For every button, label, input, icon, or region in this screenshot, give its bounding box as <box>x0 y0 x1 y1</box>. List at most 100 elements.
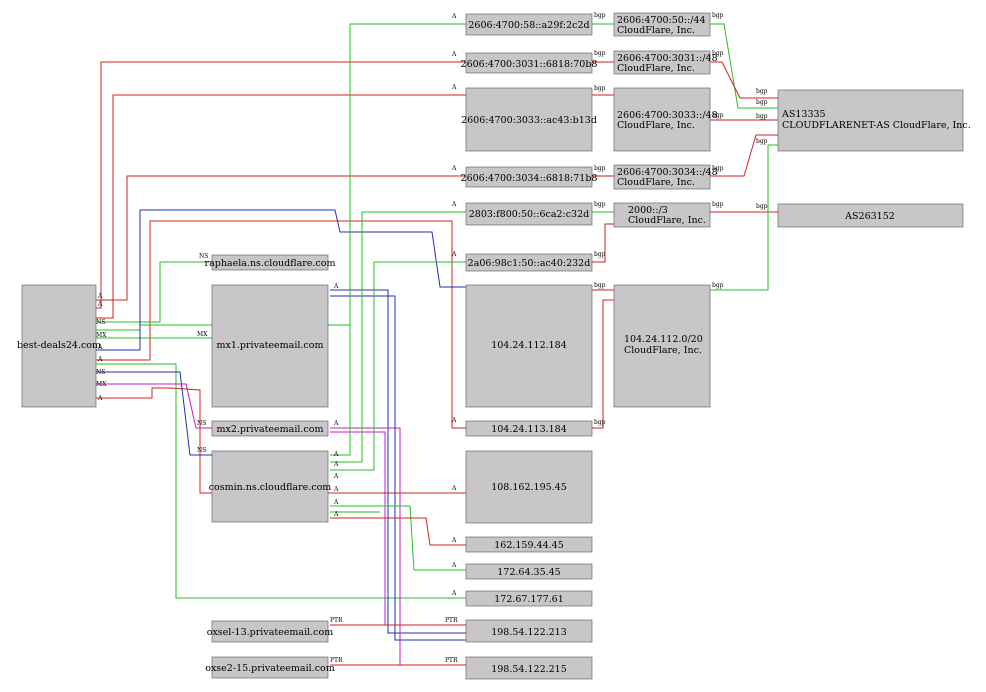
edge-label-a: A <box>97 344 103 351</box>
edge-ns-raphaela <box>96 261 212 323</box>
node-label: CloudFlare, Inc. <box>624 345 702 356</box>
node-label: 172.64.35.45 <box>497 567 560 578</box>
edge-label-a: A <box>97 356 103 363</box>
edge-mx-mx2 <box>96 383 212 429</box>
node-label: 104.24.112.0/20 <box>624 334 703 345</box>
node-label: 162.159.44.45 <box>494 540 564 551</box>
edge-label-bgp: bgp <box>594 85 606 92</box>
edge-label-ns: NS <box>96 369 105 376</box>
edge-label-a: A <box>333 461 339 468</box>
edge-bgp-104 <box>710 144 778 291</box>
node-ip-172-67-177-61[interactable]: 172.67.177.61 <box>465 590 593 607</box>
node-label: CloudFlare, Inc. <box>628 215 706 226</box>
node-as13335[interactable]: AS13335 CLOUDFLARENET-AS CloudFlare, Inc… <box>777 89 971 152</box>
node-label: mx1.privateemail.com <box>216 340 323 351</box>
edge-label-ns: NS <box>199 253 208 260</box>
node-label: 198.54.122.215 <box>491 664 567 675</box>
node-label: 2606:4700:3033::/48 <box>617 110 718 121</box>
nodes: best-deals24.com raphaela.ns.cloudflare.… <box>17 12 971 680</box>
node-label: CloudFlare, Inc. <box>617 120 695 131</box>
node-best-deals24[interactable]: best-deals24.com <box>17 284 101 408</box>
edge-label-a: A <box>333 499 339 506</box>
node-label: 172.67.177.61 <box>494 594 564 605</box>
edge-label-ptr: PTR <box>330 617 343 624</box>
node-prefix-3033[interactable]: 2606:4700:3033::/48 CloudFlare, Inc. <box>613 87 718 152</box>
node-label: 2606:4700:3034::6818:71b8 <box>461 173 598 184</box>
edge-label-a: A <box>451 485 457 492</box>
node-ip-108-162-195-45[interactable]: 108.162.195.45 <box>465 450 593 524</box>
node-ip-162-159-44-45[interactable]: 162.159.44.45 <box>465 536 593 553</box>
edge-label-mx: MX <box>197 331 208 338</box>
edge-label-bgp: bgp <box>594 50 606 57</box>
node-prefix-2000[interactable]: 2000::/3 CloudFlare, Inc. <box>613 202 711 228</box>
edge-cosmin-c32d <box>330 211 466 463</box>
node-label: 2606:4700:3034::/48 <box>617 167 718 178</box>
node-prefix-104[interactable]: 104.24.112.0/20 CloudFlare, Inc. <box>613 284 711 408</box>
node-label: 2606:4700:3033::ac43:b13d <box>461 115 597 126</box>
node-label: CloudFlare, Inc. <box>617 63 695 74</box>
edge-label-a: A <box>333 283 339 290</box>
node-as263152[interactable]: AS263152 <box>777 203 964 228</box>
node-ip6-232d[interactable]: 2a06:98c1:50::ac40:232d <box>465 253 593 272</box>
node-ip-198-54-122-215[interactable]: 198.54.122.215 <box>465 656 593 680</box>
node-ip-198-54-122-213[interactable]: 198.54.122.213 <box>465 619 593 643</box>
edge-a-112 <box>96 209 466 351</box>
edge-label-ns: NS <box>197 420 206 427</box>
node-oxsel-13[interactable]: oxsel-13.privateemail.com <box>207 620 334 643</box>
edge-label-a: A <box>451 537 457 544</box>
node-label: AS13335 <box>781 109 826 120</box>
edge-a-a29f <box>96 23 466 331</box>
edge-ns-cosmin <box>96 371 212 456</box>
edge-mx1-198-213 <box>330 289 466 634</box>
edge-label-mx: MX <box>96 381 107 388</box>
edge-label-mx: MX <box>96 332 107 339</box>
edge-label-a: A <box>97 301 103 308</box>
node-oxse2-15[interactable]: oxse2-15.privateemail.com <box>205 656 335 679</box>
node-prefix-50-44[interactable]: 2606:4700:50::/44 CloudFlare, Inc. <box>613 12 711 37</box>
node-ip6-71b8[interactable]: 2606:4700:3034::6818:71b8 <box>461 166 598 188</box>
edge-label-a: A <box>451 165 457 172</box>
node-ip-104-24-112-184[interactable]: 104.24.112.184 <box>465 284 593 408</box>
edge-cosmin-172-64 <box>330 505 466 571</box>
node-label: 2606:4700:3031::/48 <box>617 53 718 64</box>
edge-a-70b8 <box>96 61 466 309</box>
node-label: CloudFlare, Inc. <box>617 177 695 188</box>
node-label: 2803:f800:50::6ca2:c32d <box>469 209 589 220</box>
edge-label-a: A <box>333 420 339 427</box>
node-prefix-3031[interactable]: 2606:4700:3031::/48 CloudFlare, Inc. <box>613 50 718 75</box>
edge-label-bgp: bgp <box>594 419 606 426</box>
edge-bgp-3031 <box>710 61 778 99</box>
edge-label-bgp: bgp <box>594 251 606 258</box>
edge-label-ptr: PTR <box>445 657 458 664</box>
node-prefix-3034[interactable]: 2606:4700:3034::/48 CloudFlare, Inc. <box>613 164 718 190</box>
edge-label-a: A <box>333 511 339 518</box>
node-ip6-c32d[interactable]: 2803:f800:50::6ca2:c32d <box>465 202 593 226</box>
edge-a-71b8 <box>96 175 466 301</box>
edge-label-bgp: bgp <box>712 201 724 208</box>
node-label: oxse2-15.privateemail.com <box>205 663 335 674</box>
node-raphaela-ns[interactable]: raphaela.ns.cloudflare.com <box>205 254 336 271</box>
edge-label-a: A <box>451 251 457 258</box>
node-label: 104.24.112.184 <box>491 340 567 351</box>
edge-label-ns: NS <box>197 447 206 454</box>
node-ip6-a29f[interactable]: 2606:4700:58::a29f:2c2d <box>465 13 593 36</box>
node-label: 2606:4700:3031::6818:70b8 <box>461 59 598 70</box>
node-ip6-b13d[interactable]: 2606:4700:3033::ac43:b13d <box>461 87 597 152</box>
node-mx2-privateemail[interactable]: mx2.privateemail.com <box>211 420 329 437</box>
edge-label-bgp: bgp <box>594 201 606 208</box>
edge-label-bgp: bgp <box>756 99 768 106</box>
node-ip-172-64-35-45[interactable]: 172.64.35.45 <box>465 563 593 580</box>
node-mx1-privateemail[interactable]: mx1.privateemail.com <box>211 284 329 408</box>
edge-label-bgp: bgp <box>712 112 724 119</box>
node-cosmin-ns[interactable]: cosmin.ns.cloudflare.com <box>209 450 332 523</box>
edge-a-b13d <box>96 94 466 319</box>
node-label: raphaela.ns.cloudflare.com <box>205 258 336 269</box>
edge-label-ptr: PTR <box>445 617 458 624</box>
node-label: cosmin.ns.cloudflare.com <box>209 482 332 493</box>
node-label: CLOUDFLARENET-AS CloudFlare, Inc. <box>782 120 971 131</box>
node-ip-104-24-113-184[interactable]: 104.24.113.184 <box>465 420 593 437</box>
node-label: 108.162.195.45 <box>491 482 567 493</box>
edge-bgp-50-44 <box>710 23 778 109</box>
node-ip6-70b8[interactable]: 2606:4700:3031::6818:70b8 <box>461 52 598 74</box>
node-label: 2000::/3 <box>628 205 668 216</box>
